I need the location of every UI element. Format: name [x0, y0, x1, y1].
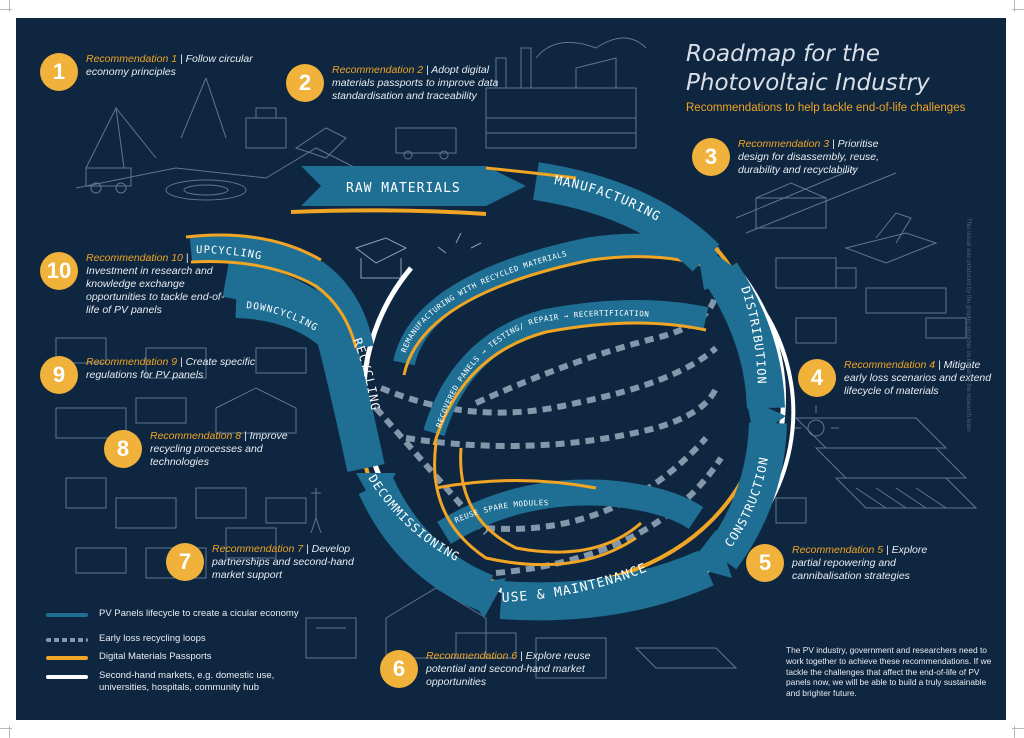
recommendation-label: Recommendation 10: [86, 252, 183, 264]
recommendation-text: Investment in research and knowledge exc…: [86, 265, 225, 316]
recommendation-text: Create specific regulations for PV panel…: [86, 356, 256, 381]
recommendation-badge: 2: [286, 64, 324, 102]
recommendation-text: Prioritise design for disassembly, reuse…: [738, 138, 880, 176]
factory-sketch: [395, 37, 647, 160]
recommendation-badge: 1: [40, 53, 78, 91]
upcycling-band: [189, 235, 374, 351]
legend-label: Early loss recycling loops: [99, 633, 206, 644]
recommendation-text: Explore reuse potential and second-hand …: [426, 650, 591, 688]
recommendation-text: Follow circular economy principles: [86, 53, 253, 78]
recommendation-text: Adopt digital materials passports to imp…: [332, 64, 499, 102]
downcycling-band: [235, 294, 340, 350]
sparkle-sketch: [354, 232, 482, 279]
recommendation-text: Improve recycling processes and technolo…: [150, 430, 288, 468]
rooftop-sketch: [305, 587, 738, 679]
recommendation-badge: 10: [40, 252, 78, 290]
recommendation-text: Explore partial repowering and cannibali…: [792, 544, 928, 582]
solar-farm-sketch: [775, 405, 978, 524]
recommendation-text: Mitigate early loss scenarios and extend…: [844, 359, 992, 397]
recommendation-label: Recommendation 9: [86, 356, 178, 368]
recommendation-label: Recommendation 1: [86, 53, 178, 65]
raw-materials-arrow: [301, 166, 526, 206]
poster: RAW MATERIALS MANUFACTURING DISTRIBUTION…: [16, 18, 1006, 720]
legend-label: PV Panels lifecycle to create a cicular …: [99, 608, 299, 619]
recommendation-badge: 9: [40, 356, 78, 394]
recommendation-badge: 5: [746, 544, 784, 582]
legend-swatch: [46, 638, 88, 642]
page-subtitle: Recommendations to help tackle end-of-li…: [686, 102, 966, 114]
recommendation-badge: 7: [166, 543, 204, 581]
mining-sketch: [75, 77, 357, 201]
stage-raw-materials: RAW MATERIALS: [346, 181, 461, 196]
recommendation-badge: 6: [380, 650, 418, 688]
recommendation-label: Recommendation 2: [332, 64, 424, 76]
recommendation-label: Recommendation 8: [150, 430, 242, 442]
recommendation-badge: 4: [798, 359, 836, 397]
recommendation-label: Recommendation 3: [738, 138, 830, 150]
legend-label: Digital Materials Passports: [99, 651, 212, 662]
recommendation-label: Recommendation 4: [844, 359, 936, 371]
recommendation-text: Develop partnerships and second-hand mar…: [212, 543, 354, 581]
legend-swatch: [46, 656, 88, 660]
recommendation-badge: 3: [692, 138, 730, 176]
legend-label: Second-hand markets, e.g. domestic use, …: [99, 670, 275, 693]
legend-swatch: [46, 613, 88, 617]
recommendation-label: Recommendation 5: [792, 544, 884, 556]
closing-note: The PV industry, government and research…: [786, 645, 992, 699]
background-sketches: [55, 37, 978, 679]
recommendation-label: Recommendation 6: [426, 650, 518, 662]
recommendation-label: Recommendation 7: [212, 543, 304, 555]
ring-arrowheads: [356, 240, 786, 618]
lifecycle-diagram: RAW MATERIALS MANUFACTURING DISTRIBUTION…: [185, 162, 796, 621]
page-title: Roadmap for the Photovoltaic Industry: [686, 41, 930, 96]
logistics-sketch: [735, 167, 967, 344]
credit-label: This visual was produced by the graphic …: [965, 218, 971, 432]
recommendation-badge: 8: [104, 430, 142, 468]
legend-swatch: [46, 675, 88, 679]
